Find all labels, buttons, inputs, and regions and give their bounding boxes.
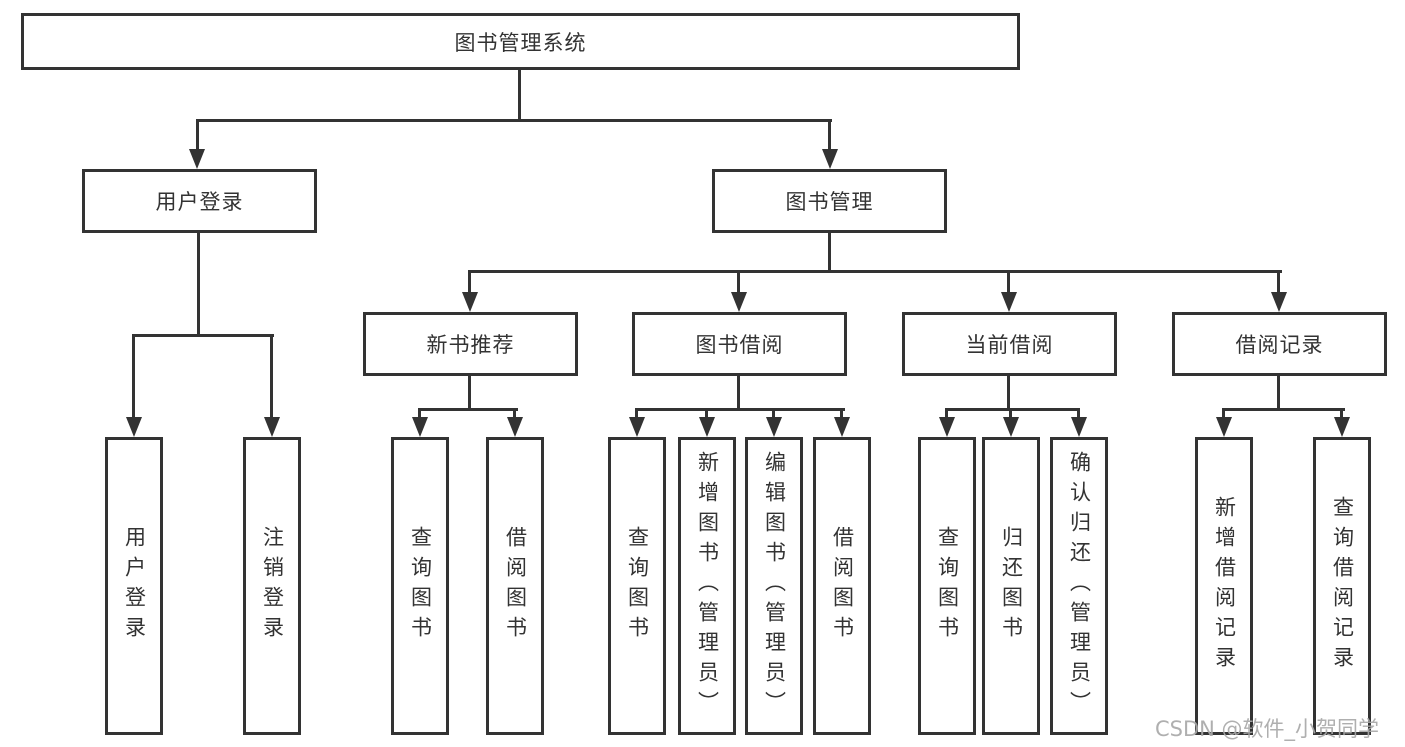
connector-book-management-bus bbox=[468, 270, 1282, 273]
connector-leaf-stem bbox=[513, 408, 516, 420]
node-leaf-query-books-3-label: 查询图书 bbox=[935, 526, 960, 646]
arrow-down-icon bbox=[264, 417, 280, 437]
connector-leaf-stem bbox=[705, 408, 708, 420]
arrow-down-icon bbox=[939, 417, 955, 437]
node-book-management-label: 图书管理 bbox=[785, 190, 874, 214]
node-leaf-query-books-2-label: 查询图书 bbox=[625, 526, 650, 646]
arrow-down-icon bbox=[629, 417, 645, 437]
node-leaf-query-borrow-record-label: 查询借阅记录 bbox=[1330, 496, 1355, 676]
node-leaf-borrow-books-1-label: 借阅图书 bbox=[503, 526, 528, 646]
arrow-down-icon bbox=[1216, 417, 1232, 437]
node-leaf-edit-book-admin-label: 编辑图书（管理员） bbox=[762, 451, 787, 721]
connector-leaf-stem bbox=[1077, 408, 1080, 420]
connector-current-borrow-bus bbox=[945, 408, 1080, 411]
connector-to-borrow-records bbox=[1277, 270, 1280, 296]
node-leaf-user-login: 用户登录 bbox=[105, 437, 163, 735]
connector-borrow-records-stem bbox=[1277, 376, 1280, 411]
arrow-down-icon bbox=[462, 292, 478, 312]
connector-root-bus bbox=[196, 119, 832, 122]
connector-leaf-stem bbox=[1009, 408, 1012, 420]
connector-to-book-borrow bbox=[737, 270, 740, 296]
node-leaf-borrow-books-2-label: 借阅图书 bbox=[830, 526, 855, 646]
node-leaf-borrow-books-2: 借阅图书 bbox=[813, 437, 871, 735]
csdn-watermark: CSDN @软件_小贺同学 bbox=[1155, 717, 1380, 741]
node-leaf-query-books-1: 查询图书 bbox=[391, 437, 449, 735]
connector-book-borrow-bus bbox=[635, 408, 845, 411]
node-book-borrow-label: 图书借阅 bbox=[695, 333, 784, 357]
node-current-borrow: 当前借阅 bbox=[902, 312, 1117, 376]
node-leaf-confirm-return-admin-label: 确认归还（管理员） bbox=[1067, 451, 1092, 721]
node-leaf-edit-book-admin: 编辑图书（管理员） bbox=[745, 437, 803, 735]
arrow-down-icon bbox=[1271, 292, 1287, 312]
node-book-borrow: 图书借阅 bbox=[632, 312, 847, 376]
arrow-down-icon bbox=[731, 292, 747, 312]
connector-leaf-stem bbox=[1222, 408, 1225, 420]
connector-leaf-stem bbox=[772, 408, 775, 420]
connector-to-book-management bbox=[828, 119, 831, 153]
node-leaf-logout-label: 注销登录 bbox=[260, 526, 285, 646]
node-leaf-query-books-3: 查询图书 bbox=[918, 437, 976, 735]
node-leaf-add-book-admin: 新增图书（管理员） bbox=[678, 437, 736, 735]
arrow-down-icon bbox=[1003, 417, 1019, 437]
connector-new-book-recommend-stem bbox=[468, 376, 471, 411]
node-leaf-query-books-2: 查询图书 bbox=[608, 437, 666, 735]
node-root: 图书管理系统 bbox=[21, 13, 1020, 70]
node-new-book-recommend-label: 新书推荐 bbox=[426, 333, 515, 357]
arrow-down-icon bbox=[507, 417, 523, 437]
node-root-label: 图书管理系统 bbox=[454, 30, 587, 55]
connector-current-borrow-stem bbox=[1007, 376, 1010, 411]
node-leaf-query-books-1-label: 查询图书 bbox=[408, 526, 433, 646]
node-leaf-logout: 注销登录 bbox=[243, 437, 301, 735]
node-user-login-label: 用户登录 bbox=[155, 190, 244, 214]
node-leaf-add-book-admin-label: 新增图书（管理员） bbox=[695, 451, 720, 721]
arrow-down-icon bbox=[1001, 292, 1017, 312]
connector-book-borrow-stem bbox=[737, 376, 740, 411]
arrow-down-icon bbox=[766, 417, 782, 437]
node-current-borrow-label: 当前借阅 bbox=[965, 333, 1054, 357]
node-leaf-return-book-label: 归还图书 bbox=[999, 526, 1024, 646]
connector-to-user-login bbox=[196, 119, 199, 153]
arrow-down-icon bbox=[1334, 417, 1350, 437]
connector-leaf-stem bbox=[1340, 408, 1343, 420]
connector-user-login-bus bbox=[132, 334, 274, 337]
connector-borrow-records-bus bbox=[1222, 408, 1345, 411]
node-user-login: 用户登录 bbox=[82, 169, 317, 233]
connector-leaf-stem bbox=[840, 408, 843, 420]
arrow-down-icon bbox=[1071, 417, 1087, 437]
connector-to-current-borrow bbox=[1007, 270, 1010, 296]
node-borrow-records: 借阅记录 bbox=[1172, 312, 1387, 376]
connector-leaf-stem bbox=[635, 408, 638, 420]
arrow-down-icon bbox=[822, 149, 838, 169]
arrow-down-icon bbox=[189, 149, 205, 169]
node-leaf-add-borrow-record: 新增借阅记录 bbox=[1195, 437, 1253, 735]
connector-book-management-stem bbox=[828, 233, 831, 273]
connector-leaf-stem bbox=[418, 408, 421, 420]
node-leaf-query-borrow-record: 查询借阅记录 bbox=[1313, 437, 1371, 735]
arrow-down-icon bbox=[412, 417, 428, 437]
node-leaf-confirm-return-admin: 确认归还（管理员） bbox=[1050, 437, 1108, 735]
connector-to-new-book-recommend bbox=[468, 270, 471, 296]
arrow-down-icon bbox=[834, 417, 850, 437]
node-book-management: 图书管理 bbox=[712, 169, 947, 233]
connector-root-stem bbox=[518, 70, 521, 122]
connector-leaf-stem bbox=[945, 408, 948, 420]
node-borrow-records-label: 借阅记录 bbox=[1235, 333, 1324, 357]
node-leaf-add-borrow-record-label: 新增借阅记录 bbox=[1212, 496, 1237, 676]
connector-new-book-recommend-bus bbox=[418, 408, 518, 411]
node-leaf-borrow-books-1: 借阅图书 bbox=[486, 437, 544, 735]
arrow-down-icon bbox=[126, 417, 142, 437]
node-leaf-user-login-label: 用户登录 bbox=[122, 526, 147, 646]
arrow-down-icon bbox=[699, 417, 715, 437]
connector-to-leaf-user-login bbox=[132, 334, 135, 419]
node-leaf-return-book: 归还图书 bbox=[982, 437, 1040, 735]
connector-user-login-stem bbox=[197, 233, 200, 337]
connector-to-leaf-logout bbox=[270, 334, 273, 419]
node-new-book-recommend: 新书推荐 bbox=[363, 312, 578, 376]
